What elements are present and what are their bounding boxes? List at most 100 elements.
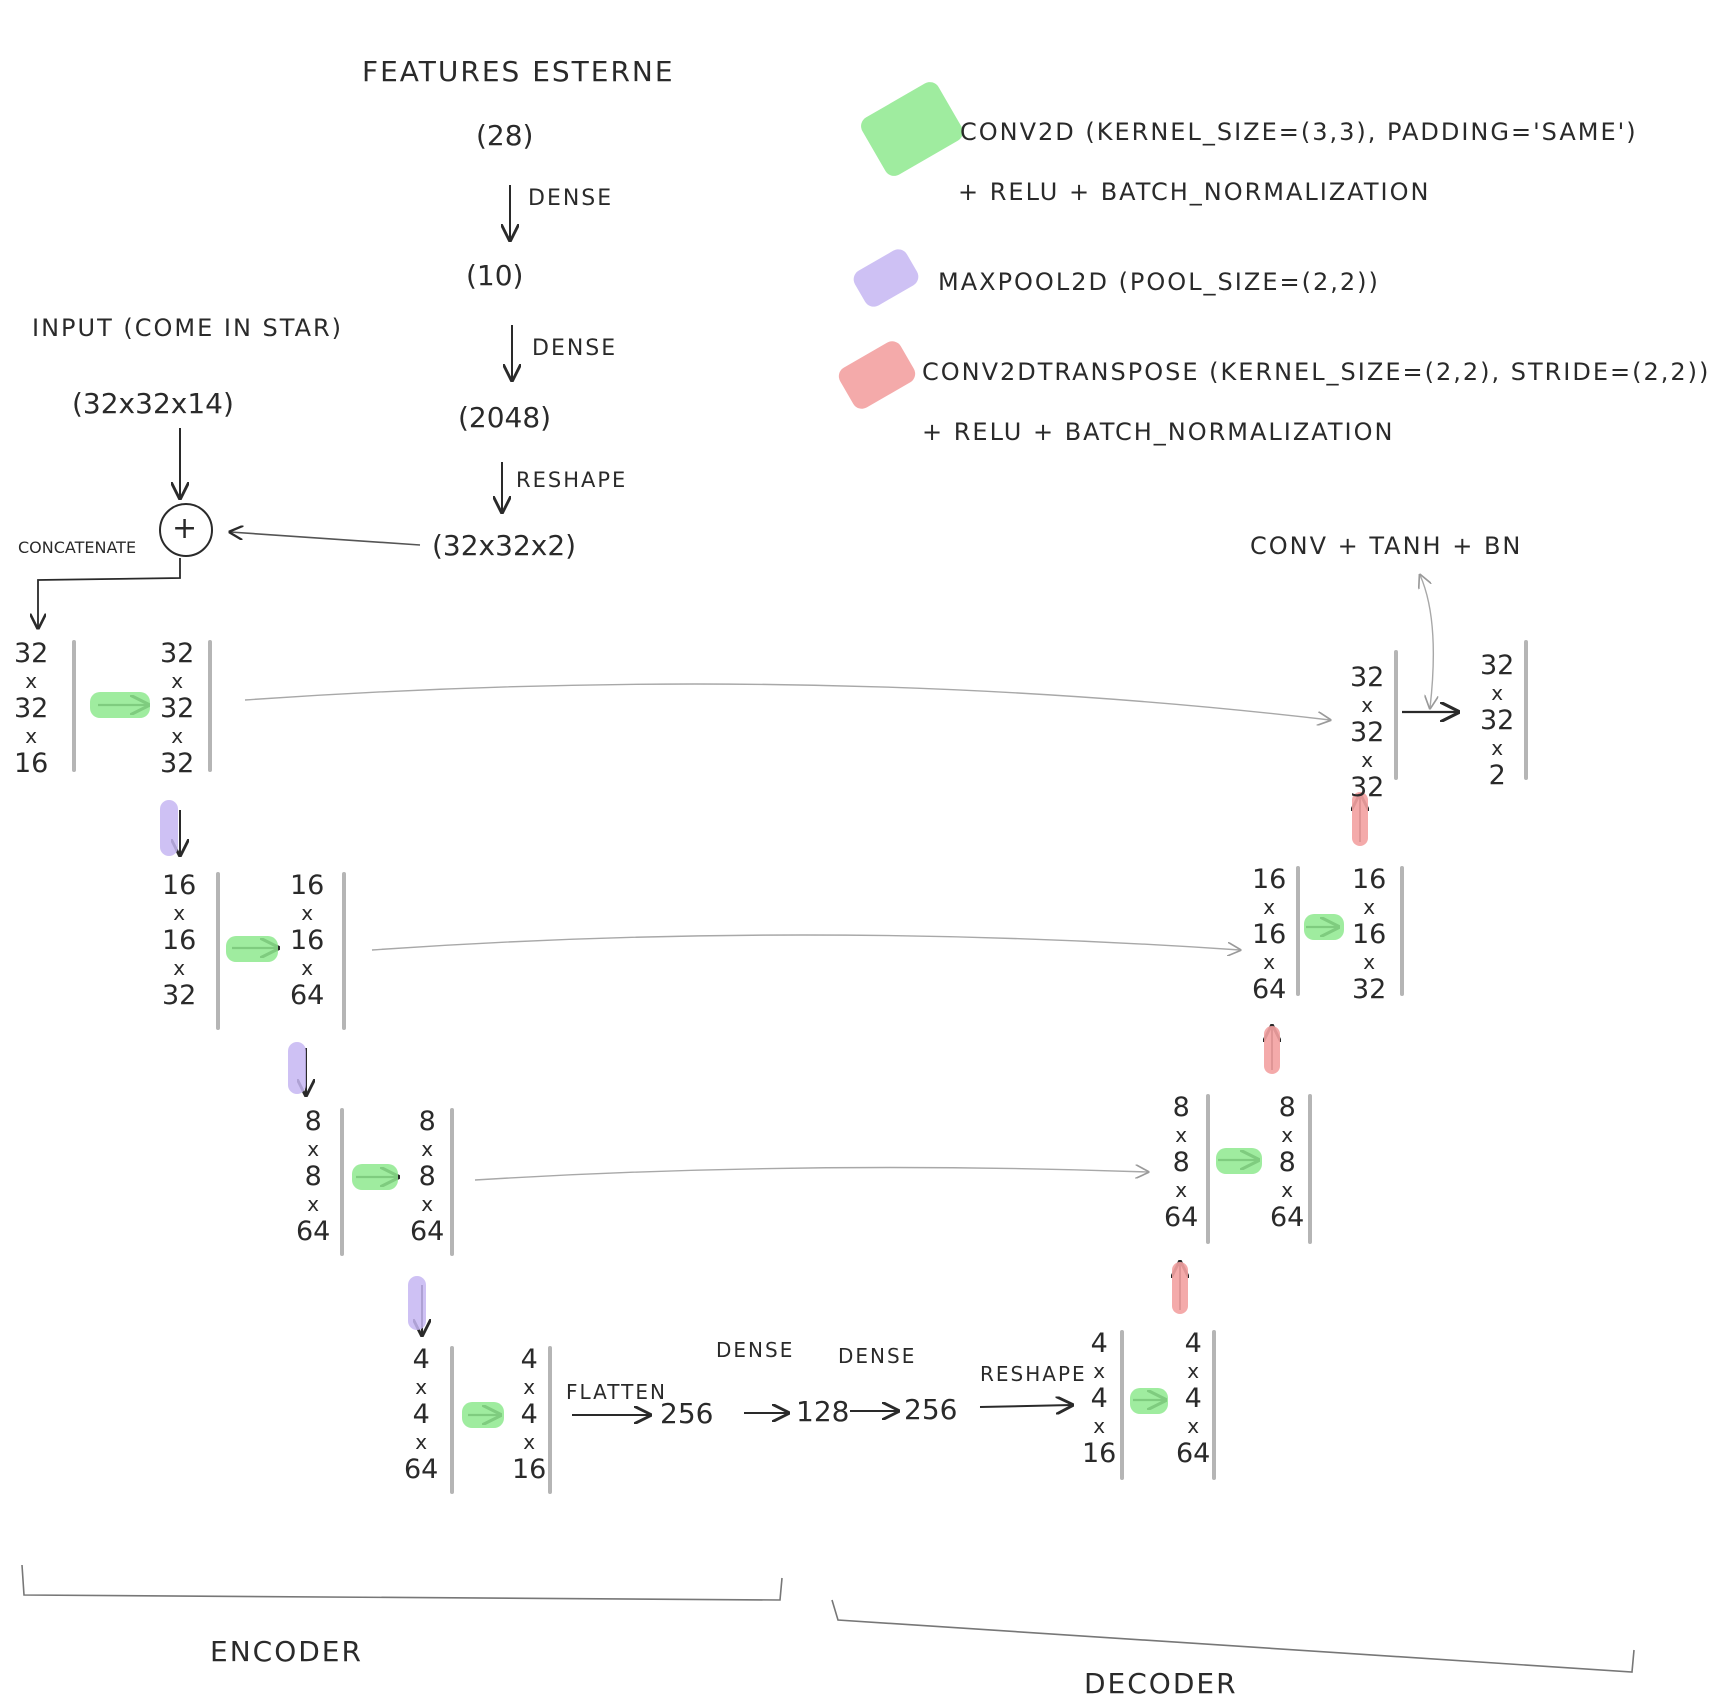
layer-separator bbox=[1394, 650, 1398, 780]
dimension-value: 64 bbox=[296, 1216, 331, 1247]
dimension-value: 32 bbox=[160, 693, 195, 724]
dimension-value: 8 bbox=[304, 1106, 322, 1137]
external-shape-reshaped: (32x32x2) bbox=[432, 529, 577, 562]
flatten-label: FLATTEN bbox=[566, 1380, 667, 1404]
dimension-value: 16 bbox=[290, 925, 325, 956]
dimension-separator: x bbox=[1363, 895, 1376, 919]
dimension-value: 4 bbox=[1184, 1328, 1202, 1359]
layer-separator bbox=[216, 872, 220, 1030]
dimension-value: 4 bbox=[520, 1399, 538, 1430]
dimension-separator: x bbox=[523, 1375, 536, 1399]
layer-separator bbox=[1120, 1330, 1124, 1480]
bottleneck-reshape-label: RESHAPE bbox=[980, 1362, 1087, 1386]
dimension-value: 16 bbox=[290, 870, 325, 901]
layer-separator bbox=[1296, 866, 1300, 996]
tconv-highlight bbox=[1172, 1262, 1188, 1314]
layer-separator bbox=[450, 1346, 454, 1494]
encoder-section-label: ENCODER bbox=[210, 1635, 363, 1668]
dimension-value: 8 bbox=[418, 1106, 436, 1137]
final-conv-label: CONV + TANH + BN bbox=[1250, 532, 1523, 560]
conv-highlight bbox=[226, 936, 278, 962]
skip-1 bbox=[244, 683, 1330, 720]
input-shape: (32x32x14) bbox=[72, 387, 234, 420]
dimension-value: 8 bbox=[1278, 1092, 1296, 1123]
input-label: INPUT (COME IN STAR) bbox=[32, 314, 344, 342]
tconv-highlight bbox=[1264, 1026, 1280, 1074]
layer-separator bbox=[1400, 866, 1404, 996]
bottleneck-dense-label-2: DENSE bbox=[838, 1344, 917, 1368]
dimension-value: 32 bbox=[1350, 662, 1385, 693]
dimension-separator: x bbox=[301, 956, 314, 980]
dimension-value: 64 bbox=[1176, 1438, 1211, 1469]
dimension-value: 2 bbox=[1488, 760, 1506, 791]
legend-tconv-line1: CONV2DTRANSPOSE (KERNEL_SIZE=(2,2), STRI… bbox=[922, 358, 1710, 386]
dimension-separator: x bbox=[523, 1430, 536, 1454]
dimension-separator: x bbox=[415, 1375, 428, 1399]
skip-2 bbox=[371, 934, 1240, 950]
dimension-value: 32 bbox=[1352, 974, 1387, 1005]
dimension-value: 8 bbox=[1172, 1147, 1190, 1178]
dimension-separator: x bbox=[1187, 1414, 1200, 1438]
dimension-value: 16 bbox=[1082, 1438, 1117, 1469]
dimension-value: 64 bbox=[290, 980, 325, 1011]
dimension-separator: x bbox=[421, 1192, 434, 1216]
dimension-separator: x bbox=[1281, 1123, 1294, 1147]
dimension-value: 16 bbox=[1352, 864, 1387, 895]
legend-pool-line1: MAXPOOL2D (POOL_SIZE=(2,2)) bbox=[938, 268, 1380, 296]
dimension-separator: x bbox=[307, 1137, 320, 1161]
dimension-separator: x bbox=[173, 956, 186, 980]
dimension-value: 32 bbox=[14, 693, 49, 724]
connection-lines bbox=[21, 185, 1635, 1673]
conv-highlight bbox=[352, 1164, 398, 1190]
dimension-separator: x bbox=[1263, 950, 1276, 974]
dimension-value: 64 bbox=[404, 1454, 439, 1485]
conv-highlight bbox=[1130, 1388, 1168, 1414]
layer-separator bbox=[548, 1346, 552, 1494]
dimension-separator: x bbox=[1093, 1414, 1106, 1438]
dimension-value: 4 bbox=[412, 1344, 430, 1375]
pool-highlight bbox=[288, 1042, 306, 1094]
dimension-separator: x bbox=[1263, 895, 1276, 919]
dimension-separator: x bbox=[1361, 693, 1374, 717]
dimension-value: 32 bbox=[162, 980, 197, 1011]
dimension-separator: x bbox=[1175, 1123, 1188, 1147]
dimension-value: 16 bbox=[1252, 864, 1287, 895]
dimension-separator: x bbox=[1093, 1359, 1106, 1383]
skip-3 bbox=[474, 1168, 1148, 1181]
tconv-highlight bbox=[1352, 792, 1368, 846]
dimension-separator: x bbox=[415, 1430, 428, 1454]
layer-separator bbox=[450, 1108, 454, 1256]
decoder-bracket bbox=[831, 1599, 1635, 1673]
dimension-separator: x bbox=[171, 724, 184, 748]
legend-tconv-line2: + RELU + BATCH_NORMALIZATION bbox=[922, 418, 1395, 446]
legend-conv-line1: CONV2D (KERNEL_SIZE=(3,3), PADDING='SAME… bbox=[960, 118, 1638, 146]
layer-separator bbox=[1308, 1094, 1312, 1244]
dimension-value: 32 bbox=[1350, 717, 1385, 748]
dimension-value: 4 bbox=[412, 1399, 430, 1430]
external-shape-28: (28) bbox=[476, 119, 534, 152]
dimension-value: 16 bbox=[162, 925, 197, 956]
dimension-separator: x bbox=[1491, 736, 1504, 760]
dimension-value: 8 bbox=[1278, 1147, 1296, 1178]
dimension-value: 64 bbox=[1164, 1202, 1199, 1233]
dimension-value: 4 bbox=[1184, 1383, 1202, 1414]
external-dense-label-1: DENSE bbox=[528, 186, 614, 211]
dimension-value: 8 bbox=[418, 1161, 436, 1192]
dimension-separator: x bbox=[25, 669, 38, 693]
dimension-value: 16 bbox=[14, 748, 49, 779]
reshape-arrow bbox=[979, 1405, 1072, 1407]
layer-separator bbox=[1212, 1330, 1216, 1480]
dimension-value: 4 bbox=[520, 1344, 538, 1375]
dimension-value: 32 bbox=[160, 748, 195, 779]
